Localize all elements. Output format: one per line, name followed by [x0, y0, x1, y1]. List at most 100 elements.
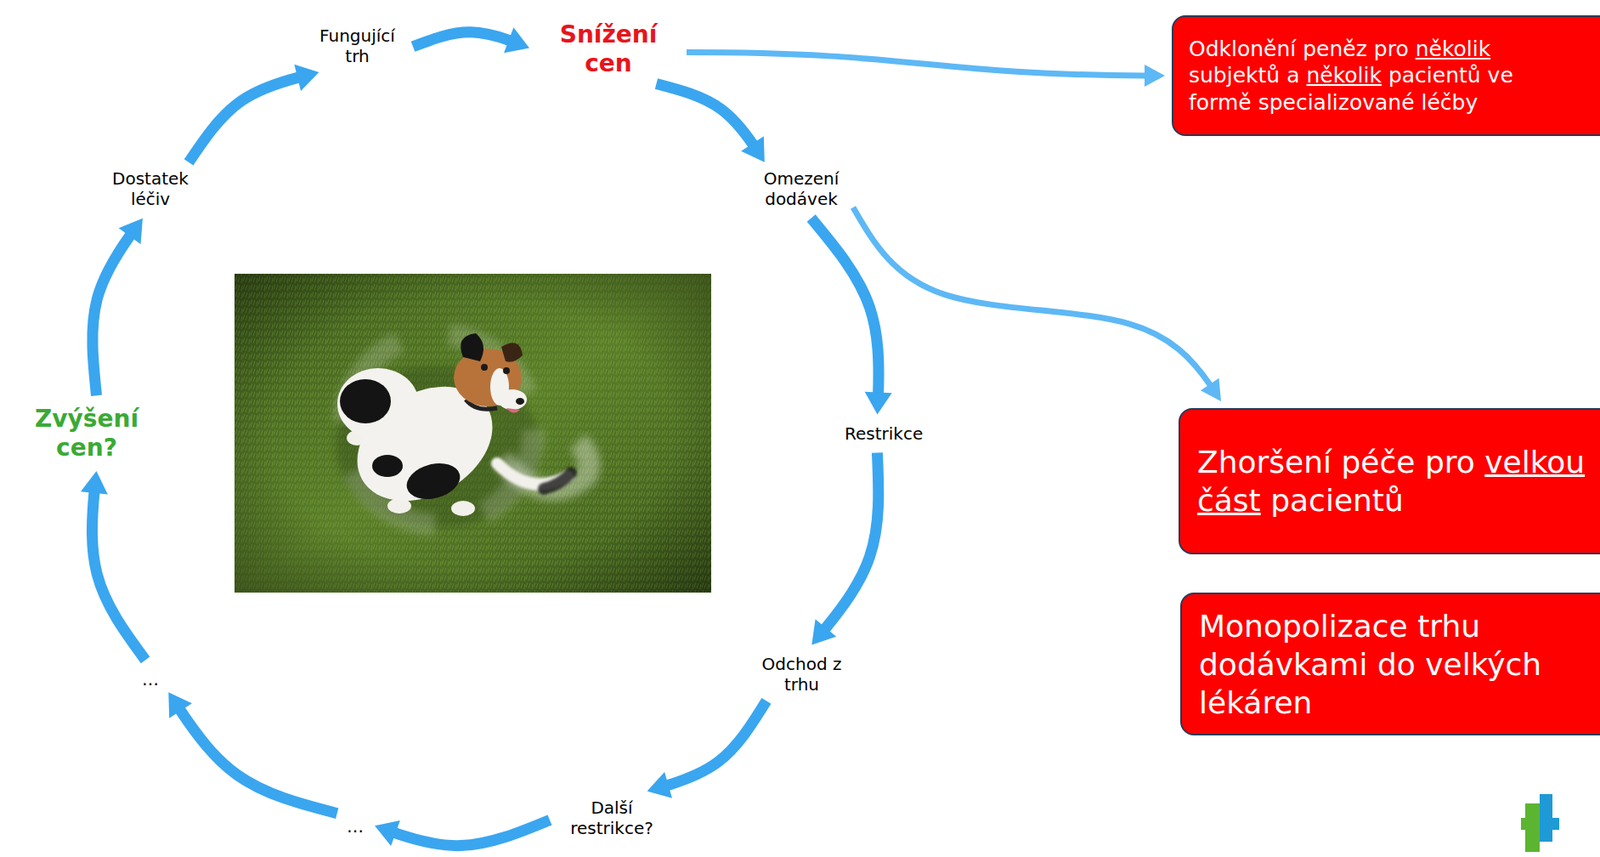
arrow-head	[1144, 64, 1165, 87]
step-label: Snížení cen	[540, 20, 677, 78]
text-run: z	[832, 653, 843, 674]
text-run: část	[1197, 482, 1261, 518]
connector-line	[811, 452, 879, 645]
text-run	[1414, 444, 1425, 480]
text-run: Odklonění	[1188, 36, 1296, 62]
text-run: …	[346, 815, 364, 837]
cycle-step: Fungující trh	[309, 23, 406, 68]
text-run: pacientů	[1388, 62, 1482, 88]
text-run: peněz	[1302, 36, 1368, 62]
cycle-step: …	[343, 814, 368, 838]
text-run: trh	[344, 45, 369, 67]
text-run: Zhoršení	[1197, 444, 1332, 480]
text-run: několik	[1306, 62, 1381, 88]
dog-photo	[234, 273, 712, 593]
text-run: restrikce?	[570, 817, 654, 838]
text-run: velkou	[1484, 444, 1585, 480]
text-run	[1367, 36, 1374, 62]
box-text: Monopolizace trhu dodávkami do velkých l…	[1198, 606, 1556, 722]
text-run: pacientů	[1270, 482, 1404, 518]
text-run	[1381, 62, 1389, 88]
cycle-arrow	[811, 452, 879, 645]
consequence-arrow	[853, 207, 1222, 402]
cycle-step: Restrikce	[841, 421, 927, 446]
text-run: Odchod	[762, 653, 828, 674]
arrow-head	[168, 691, 193, 719]
cycle-arrow	[374, 819, 550, 846]
arrow-head	[647, 771, 673, 798]
text-run: Restrikce	[844, 423, 923, 444]
cycle-arrow	[168, 691, 337, 813]
text-run: do	[1377, 646, 1416, 682]
box-text: Odklonění peněz pro několik subjektů a n…	[1188, 35, 1563, 116]
text-run	[1367, 646, 1377, 682]
text-run: Fungující	[319, 25, 396, 46]
cycle-step: …	[138, 667, 163, 691]
text-run	[1408, 36, 1416, 62]
arrow-head	[1200, 378, 1222, 402]
text-run	[1279, 62, 1287, 88]
text-run: pro	[1424, 444, 1476, 480]
text-run: Snížení	[559, 20, 658, 49]
cycle-arrow	[92, 218, 143, 396]
step-label: Zvýšení cen?	[14, 404, 159, 462]
step-label: Fungující trh	[312, 25, 402, 67]
cycle-arrow	[188, 64, 319, 163]
arrow-head	[293, 64, 319, 91]
text-run	[827, 653, 833, 674]
cycle-step: Další restrikce?	[557, 795, 667, 840]
text-run: subjektů	[1188, 62, 1280, 88]
text-run	[1331, 444, 1341, 480]
consequence-box: Odklonění peněz pro několik subjektů a n…	[1171, 15, 1600, 136]
text-run: trhu	[1417, 608, 1481, 644]
text-run	[1407, 608, 1418, 644]
text-run	[1295, 36, 1303, 62]
step-label: Další restrikce?	[560, 797, 663, 838]
text-run: lékáren	[1198, 684, 1312, 720]
text-run: …	[141, 668, 159, 690]
cycle-step: Snížení cen	[537, 18, 680, 80]
text-run: několik	[1415, 36, 1491, 62]
arrow-head	[118, 218, 143, 244]
consequence-box: Zhoršení péče pro velkou část pacientů	[1178, 407, 1600, 555]
text-run	[1251, 90, 1259, 115]
step-label: …	[141, 668, 159, 690]
consequence-box: Monopolizace trhu dodávkami do velkých l…	[1180, 592, 1600, 735]
connector-line	[92, 218, 143, 396]
text-run: Omezení	[763, 168, 840, 189]
text-run: Další	[590, 797, 633, 818]
connector-line	[374, 819, 550, 845]
box-text: Zhoršení péče pro velkou část pacientů	[1197, 442, 1593, 520]
step-label: …	[346, 815, 364, 837]
text-run: Zvýšení	[34, 404, 139, 433]
text-run: cen?	[56, 433, 118, 462]
step-label: Omezení dodávek	[754, 168, 849, 210]
text-run: cen	[584, 49, 633, 78]
text-run	[1414, 90, 1422, 115]
text-run: specializované	[1258, 90, 1415, 115]
text-run: Dostatek	[112, 168, 189, 189]
text-run	[1260, 482, 1271, 518]
connector-line	[91, 470, 146, 660]
text-run: dodávek	[764, 188, 838, 210]
step-label: Restrikce	[844, 423, 923, 444]
text-run: Monopolizace	[1198, 608, 1408, 644]
arrow-head	[865, 391, 893, 415]
text-run: dodávkami	[1198, 646, 1368, 682]
arrow-head	[80, 470, 108, 494]
cycle-arrow	[80, 470, 146, 660]
text-run: léčiv	[130, 188, 170, 210]
text-run: a	[1286, 62, 1300, 88]
logo	[1520, 793, 1560, 852]
connector-line	[853, 207, 1222, 402]
text-run: formě	[1188, 90, 1252, 115]
connector-line	[188, 72, 319, 163]
connector-line	[686, 52, 1165, 76]
text-run	[1481, 62, 1488, 88]
connector-line	[655, 83, 764, 162]
connector-line	[811, 218, 879, 415]
cycle-step: Odchod z trhu	[753, 651, 850, 696]
cycle-step: Omezení dodávek	[751, 166, 852, 211]
text-run: ve	[1487, 62, 1514, 88]
